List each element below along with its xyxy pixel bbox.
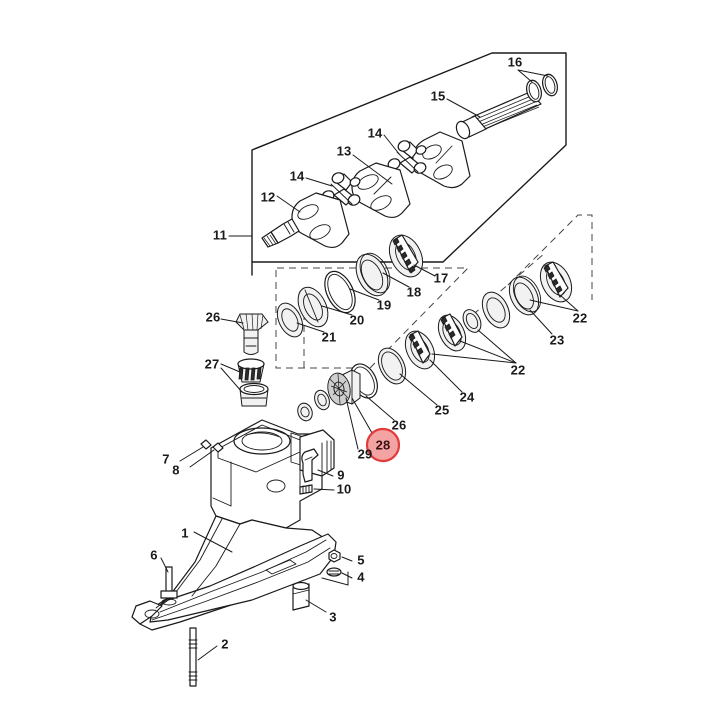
part-front-driveshaft-yoke bbox=[261, 192, 350, 249]
callout-17: 17 bbox=[434, 270, 449, 285]
part-shift-lever-9 bbox=[301, 448, 319, 483]
bearing-group-dashed-boxes bbox=[275, 214, 593, 369]
callout-5: 5 bbox=[357, 552, 364, 567]
callout-7: 7 bbox=[162, 451, 169, 466]
callout-labels: 1 2 3 4 5 6 7 8 9 10 11 12 13 14 14 15 1… bbox=[150, 54, 587, 651]
callout-21: 21 bbox=[322, 329, 337, 344]
part-rear-yoke bbox=[412, 131, 471, 189]
callout-22: 22 bbox=[573, 310, 588, 325]
part-lever-pin-10 bbox=[299, 484, 313, 495]
callout-29: 29 bbox=[358, 446, 373, 461]
callout-15: 15 bbox=[431, 88, 446, 103]
callout-14b: 14 bbox=[368, 125, 383, 140]
part-stud-7 bbox=[179, 439, 212, 462]
part-ujoint-cross-rear bbox=[387, 140, 427, 174]
callout-10: 10 bbox=[337, 481, 352, 496]
part-bearing-cup-17 bbox=[388, 234, 424, 278]
callout-13: 13 bbox=[337, 143, 352, 158]
part-pinion-gear-26b bbox=[235, 313, 269, 355]
part-bearing-race-23 bbox=[508, 275, 542, 316]
callout-2: 2 bbox=[221, 636, 228, 651]
part-pinion-gear-assembly bbox=[327, 369, 361, 406]
callout-14: 14 bbox=[290, 168, 305, 183]
callout-24: 24 bbox=[460, 389, 475, 404]
callout-19: 19 bbox=[377, 297, 392, 312]
callout-18: 18 bbox=[407, 284, 422, 299]
callout-8: 8 bbox=[172, 462, 179, 477]
callout-4: 4 bbox=[357, 569, 365, 584]
callout-16: 16 bbox=[508, 54, 523, 69]
part-o-ring-19 bbox=[324, 270, 356, 314]
callout-23: 23 bbox=[550, 332, 565, 347]
part-long-stud-2 bbox=[188, 627, 198, 687]
callout-11: 11 bbox=[213, 227, 227, 242]
callout-25: 25 bbox=[435, 402, 450, 417]
part-anode-3 bbox=[292, 581, 310, 611]
part-hex-nut-5 bbox=[328, 549, 341, 563]
part-screw-6 bbox=[160, 566, 178, 606]
part-bearing-race-18 bbox=[355, 252, 391, 297]
callout-26b: 26 bbox=[206, 309, 221, 324]
part-pinion-nut-29 bbox=[297, 389, 330, 422]
callout-28: 28 bbox=[376, 437, 391, 452]
part-roller-bearing-22-upper bbox=[539, 261, 573, 303]
part-pinion-bearing-27 bbox=[237, 358, 269, 407]
part-ring-cluster-22 bbox=[437, 291, 511, 352]
callout-20: 20 bbox=[350, 312, 365, 327]
callout-27: 27 bbox=[205, 356, 220, 371]
part-gear-housing-main bbox=[131, 419, 337, 631]
callout-1: 1 bbox=[181, 525, 188, 540]
part-roller-bearing-24 bbox=[404, 330, 436, 370]
callout-3: 3 bbox=[329, 609, 336, 624]
part-shim-25 bbox=[377, 347, 407, 385]
callout-22b: 22 bbox=[511, 362, 526, 377]
callout-26: 26 bbox=[392, 417, 407, 432]
callout-6: 6 bbox=[150, 547, 157, 562]
part-lock-washer-4 bbox=[326, 567, 342, 577]
highlight-marker-28[interactable] bbox=[365, 427, 401, 463]
part-splined-driveshaft bbox=[455, 91, 542, 140]
callout-12: 12 bbox=[261, 189, 276, 204]
driveshaft-group-frame bbox=[251, 52, 567, 276]
part-center-yoke bbox=[351, 162, 411, 219]
part-o-ring-pair bbox=[526, 73, 558, 103]
part-oil-seal-21 bbox=[276, 302, 304, 338]
callout-9: 9 bbox=[337, 467, 344, 482]
part-stud-8 bbox=[189, 442, 224, 468]
part-bearing-spacer-20 bbox=[297, 286, 329, 328]
